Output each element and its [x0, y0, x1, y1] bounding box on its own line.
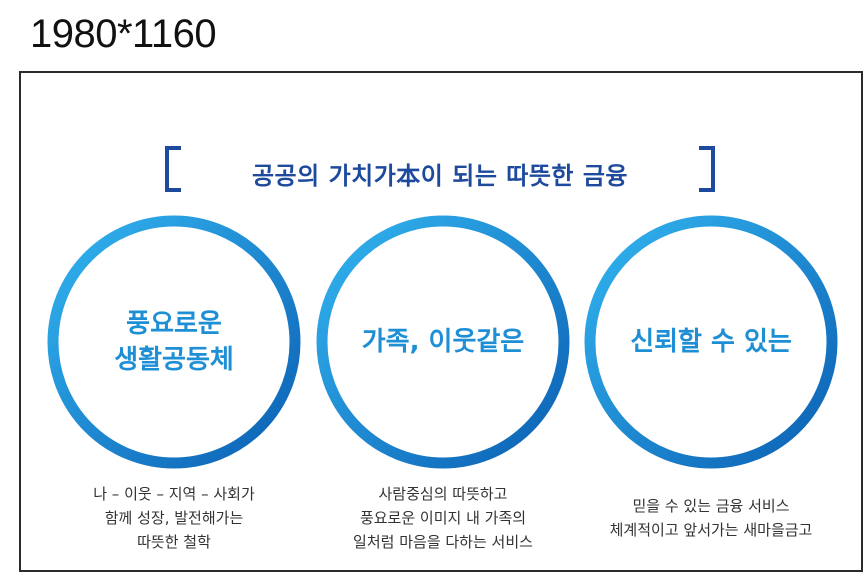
description-line: 풍요로운 이미지 내 가족의 [359, 509, 527, 527]
ring-icon [47, 215, 301, 469]
description-line: 함께 성장, 발전해가는 [104, 509, 244, 527]
description-line: 믿을 수 있는 금융 서비스 [632, 497, 790, 515]
value-circle-2: 가족, 이웃같은 [315, 214, 571, 470]
left-bracket-icon [165, 146, 181, 192]
circle-title-line: 신뢰할 수 있는 [630, 327, 792, 357]
dimension-label: 1980*1160 [30, 12, 217, 56]
circle-title-line: 풍요로운 [126, 309, 222, 339]
description-line: 체계적이고 앞서가는 새마을금고 [609, 521, 813, 539]
description-line: 사람중심의 따뜻하고 [378, 485, 508, 503]
circle-title: 가족, 이웃같은 [315, 324, 571, 360]
description-line: 일처럼 마음을 다하는 서비스 [353, 533, 533, 551]
circle-title: 풍요로운 생활공동체 [46, 306, 302, 378]
circle-title-line: 가족, 이웃같은 [361, 327, 525, 357]
circle-title-line: 생활공동체 [114, 345, 234, 375]
ring-icon [316, 215, 570, 469]
value-circle-3: 신뢰할 수 있는 [583, 214, 839, 470]
value-description-3: 믿을 수 있는 금융 서비스 체계적이고 앞서가는 새마을금고 [570, 494, 852, 542]
description-line: 나 – 이웃 – 지역 – 사회가 [93, 485, 255, 503]
value-description-1: 나 – 이웃 – 지역 – 사회가 함께 성장, 발전해가는 따뜻한 철학 [46, 482, 302, 554]
headline-text: 공공의 가치가本이 되는 따뜻한 금융 [251, 162, 629, 190]
ring-icon [584, 215, 838, 469]
value-circle-1: 풍요로운 생활공동체 [46, 214, 302, 470]
value-description-2: 사람중심의 따뜻하고 풍요로운 이미지 내 가족의 일처럼 마음을 다하는 서비… [315, 482, 571, 554]
circle-title: 신뢰할 수 있는 [583, 324, 839, 360]
description-line: 따뜻한 철학 [137, 533, 211, 551]
headline: 공공의 가치가本이 되는 따뜻한 금융 [165, 146, 715, 196]
right-bracket-icon [699, 146, 715, 192]
